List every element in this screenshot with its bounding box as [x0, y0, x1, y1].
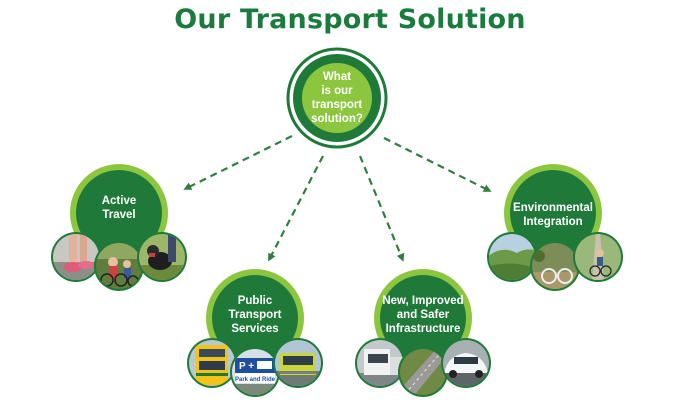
active-travel-label: Active Travel — [79, 188, 159, 228]
svg-text:P +: P + — [239, 361, 254, 372]
green-landscape-photo — [487, 232, 537, 282]
truck-photo — [355, 338, 405, 388]
park-and-ride-sign-photo: P + Park and Ride — [230, 347, 280, 397]
environmental-label: Environmental Integration — [508, 195, 598, 235]
center-label: What is our transport solution? — [302, 63, 372, 133]
arrow-to-public-transport — [270, 156, 323, 258]
tram-photo — [273, 338, 323, 388]
garden-bike-photo — [530, 241, 580, 291]
arrow-to-active-travel — [187, 136, 292, 188]
public-transport-label: Public Transport Services — [215, 290, 295, 340]
arrow-to-infrastructure — [360, 156, 402, 258]
dog-walker-photo — [137, 232, 187, 282]
arrow-to-environmental — [384, 138, 488, 190]
electric-car-photo — [441, 338, 491, 388]
cyclist-greenway-photo — [573, 232, 623, 282]
infrastructure-label: New, Improved and Safer Infrastructure — [379, 290, 467, 340]
sign-text: Park and Ride — [235, 377, 276, 383]
cyclists-photo — [94, 241, 144, 291]
double-decker-bus-photo — [187, 338, 237, 388]
runner-legs-photo — [51, 232, 101, 282]
road-aerial-photo — [398, 347, 448, 397]
